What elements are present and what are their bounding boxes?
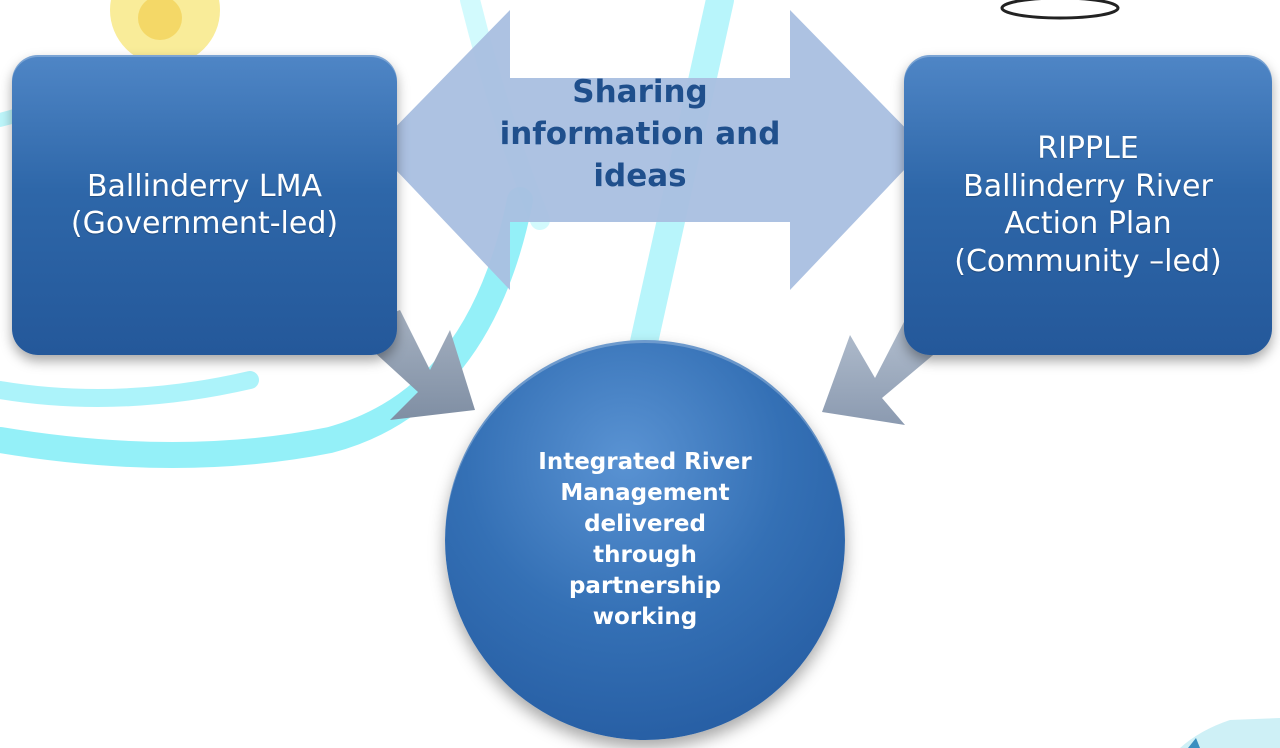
circle-line-6: working <box>592 604 698 631</box>
corner-swoosh-dark <box>1188 738 1200 748</box>
center-label-line-2: information and <box>499 115 781 152</box>
sharing-information-label: Sharing information and ideas <box>470 72 810 198</box>
double-arrow-shape <box>375 10 925 290</box>
circle-line-4: through <box>593 542 697 568</box>
left-box-line-1: Ballinderry LMA <box>86 168 323 204</box>
integrated-river-management-circle: Integrated River Management delivered th… <box>445 340 845 740</box>
circle-line-5: partnership <box>568 573 722 600</box>
sun-decoration-inner <box>138 0 182 40</box>
swirl-arc-outer <box>0 187 533 468</box>
swirl-arc-mid <box>0 371 259 407</box>
ripple-action-plan-box: RIPPLE Ballinderry River Action Plan (Co… <box>904 55 1272 355</box>
right-box-line-4: (Community –led) <box>954 243 1222 279</box>
left-box-line-2: (Government-led) <box>70 206 339 241</box>
logo-ellipse <box>1000 0 1120 20</box>
center-label-line-1: Sharing <box>572 74 708 110</box>
right-box-line-1: RIPPLE <box>1037 131 1139 166</box>
circle-line-1: Integrated River <box>538 448 752 475</box>
circle-line-2: Management <box>560 479 730 506</box>
circle-line-3: delivered <box>584 510 706 537</box>
right-box-line-3: Action Plan <box>1004 206 1172 241</box>
corner-swoosh <box>1180 718 1280 748</box>
right-box-line-2: Ballinderry River <box>963 168 1213 204</box>
center-label-line-3: ideas <box>593 157 687 194</box>
ballinderry-lma-box: Ballinderry LMA (Government-led) <box>12 55 397 355</box>
